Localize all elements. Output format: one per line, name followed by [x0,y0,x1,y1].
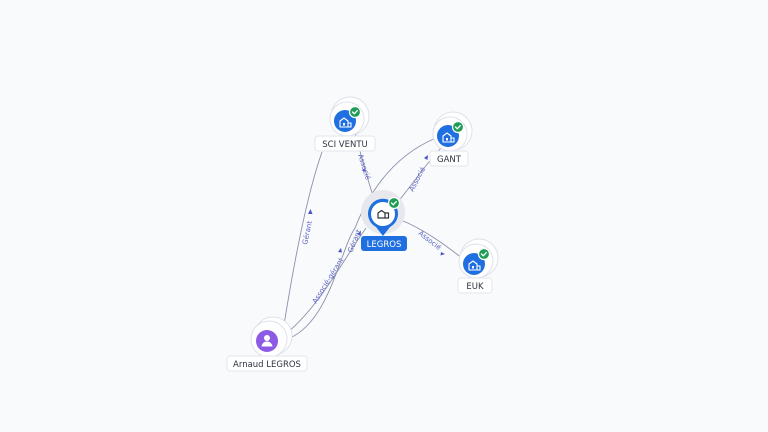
center-label: LEGROS [367,240,402,250]
node-gant[interactable]: GANT [429,111,473,167]
check-badge-icon [348,105,362,119]
person-icon [261,335,273,347]
edge-arrow-person-sci [308,209,313,214]
edge-arrow-center-gant [424,155,428,160]
edge-person-sci[interactable] [283,151,323,326]
node-label: Arnaud LEGROS [233,360,301,370]
check-badge-icon [387,196,401,210]
edge-arrow-sci-center [362,168,365,173]
edge-label-center-gant: Associé [408,166,427,193]
node-person-arnaud-legros[interactable]: Arnaud LEGROS [226,316,308,372]
edge-person-center[interactable] [286,227,367,334]
edge-arrow-person-gant [357,231,361,236]
node-label: GANT [437,155,462,165]
edge-arrow-center-euk [440,252,445,256]
node-euk[interactable]: EUK [457,238,499,294]
node-label-box [457,277,493,294]
building-icon [468,260,481,271]
node-label-box [314,135,376,152]
building-icon [377,209,390,219]
edge-label-sci-center: Associé [356,153,372,181]
building-icon [339,117,352,128]
node-label: EUK [466,282,484,292]
building-icon [442,132,455,143]
edge-person-gant[interactable] [289,137,437,339]
node-label: SCI VENTU [322,140,368,150]
edge-arrow-person-center [338,248,342,253]
node-center-legros[interactable]: LEGROS [361,190,407,251]
node-label-box [226,355,308,372]
center-label-box [361,236,407,251]
check-badge-icon [477,247,491,261]
edge-center-euk[interactable] [400,219,463,259]
check-badge-icon [451,120,465,134]
node-sci-ventu[interactable]: SCI VENTU [314,96,376,152]
node-label-box [429,150,469,167]
map-pin-icon [368,198,398,236]
